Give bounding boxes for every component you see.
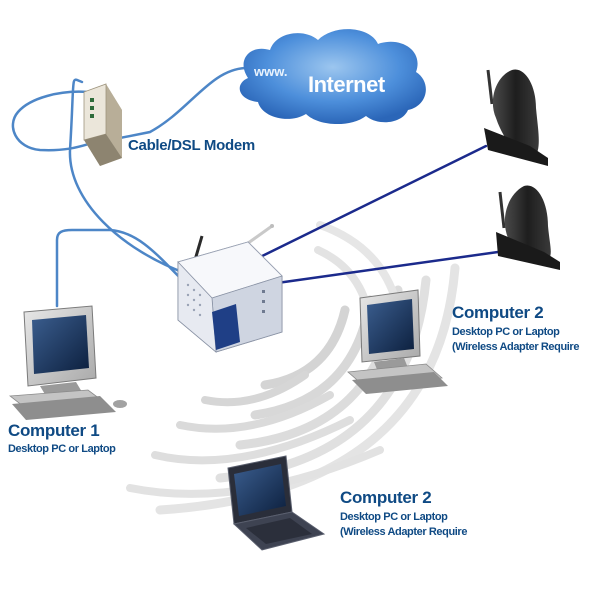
network-cables <box>11 66 500 308</box>
cable-computer1-to-router <box>55 228 194 308</box>
computer1-subtitle: Desktop PC or Laptop <box>8 443 116 455</box>
cloud-www-text: www. <box>253 64 287 79</box>
cordless-phone-1 <box>484 69 548 166</box>
cable-modem-to-cloud <box>11 66 247 152</box>
cable-dsl-modem <box>83 83 122 166</box>
computer2-laptop-title: Computer 2 <box>340 488 432 507</box>
wireless-router <box>177 224 283 353</box>
modem-label: Cable/DSL Modem <box>128 137 255 154</box>
cable-router-to-phone2 <box>268 250 500 286</box>
cloud-internet-label: Internet <box>308 72 386 97</box>
internet-cloud: www. Internet <box>239 29 426 125</box>
cable-router-to-phone1 <box>248 144 488 264</box>
computer-2-laptop <box>227 455 326 551</box>
computer2-laptop-line2: (Wireless Adapter Require <box>340 526 468 538</box>
computer-1-desktop <box>8 305 127 420</box>
computer1-title: Computer 1 <box>8 421 100 440</box>
computer2-desktop-line2: (Wireless Adapter Require <box>452 341 580 353</box>
router-antenna-tip <box>270 224 274 228</box>
cable-modem-to-router <box>68 78 192 277</box>
cordless-phone-2 <box>496 185 560 270</box>
computer2-desktop-title: Computer 2 <box>452 303 544 322</box>
computer-2-desktop <box>347 289 448 394</box>
computer2-laptop-line1: Desktop PC or Laptop <box>340 511 448 523</box>
computer2-desktop-line1: Desktop PC or Laptop <box>452 326 560 338</box>
